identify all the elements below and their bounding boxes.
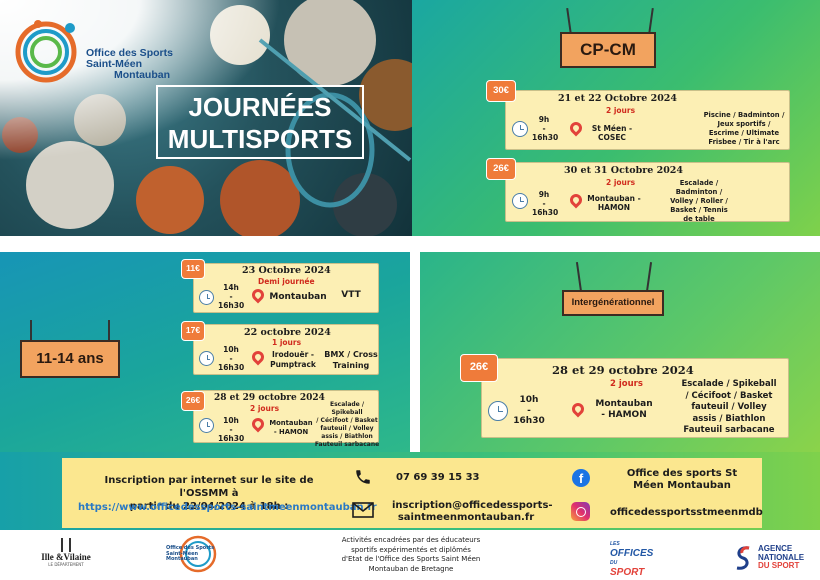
price-badge: 30€	[486, 80, 516, 102]
card-days: 1 jours	[272, 338, 302, 347]
location-pin-icon	[249, 286, 267, 304]
card-date: 28 et 29 octobre 2024	[214, 393, 325, 403]
price-badge: 26€	[460, 354, 498, 382]
ados-card-3: 28 et 29 octobre 2024 2 jours 10h-16h30 …	[193, 390, 379, 448]
location-pin-icon	[567, 191, 585, 209]
location-pin-icon	[567, 119, 585, 137]
card-place: Montauban- HAMON	[595, 399, 653, 420]
clock-icon	[512, 193, 528, 209]
divider	[0, 236, 820, 252]
logo-emblem	[15, 20, 77, 83]
card-time: 10h-16h30	[218, 416, 245, 443]
page-title: JOURNÉES MULTISPORTS	[156, 85, 364, 159]
facebook-name[interactable]: Office des sports St Méen Montauban	[626, 468, 738, 491]
card-time: 9h-16h30	[532, 115, 559, 142]
ados-card-2: 22 octobre 2024 1 jours 10h-16h30 Irodou…	[193, 324, 379, 375]
small-logo-emblem	[179, 535, 217, 573]
card-days: Demi journée	[258, 277, 315, 286]
cpcm-card-1: 21 et 22 Octobre 2024 2 jours 9h-16h30 S…	[505, 90, 790, 150]
clock-icon	[199, 351, 214, 366]
inter-sign: Intergénérationnel	[562, 290, 664, 316]
clock-icon	[512, 121, 528, 137]
card-date: 28 et 29 octobre 2024	[552, 363, 694, 377]
inscription-text: Inscription par internet sur le site de …	[104, 475, 314, 512]
card-place: St Méen -COSEC	[591, 124, 633, 142]
card-place: Montauban- HAMON	[269, 419, 313, 436]
price-badge: 26€	[486, 158, 516, 180]
inscription-link[interactable]: https://www.officedessports-saintmeenmon…	[78, 502, 377, 513]
card-place: Irodouër -Pumptrack	[270, 350, 316, 369]
phone-number[interactable]: 07 69 39 15 33	[396, 472, 480, 483]
inter-card: 28 et 29 octobre 2024 2 jours 10h-16h30 …	[481, 358, 789, 438]
cpcm-card-2: 30 et 31 Octobre 2024 2 jours 9h-16h30 M…	[505, 162, 790, 223]
ados-sign: 11-14 ans	[20, 340, 120, 378]
sign-string	[30, 320, 32, 342]
card-place: Montauban -HAMON	[587, 194, 641, 212]
agence-nationale-sport-logo: AGENCE NATIONALE DU SPORT	[734, 542, 818, 574]
clock-icon	[488, 401, 508, 421]
cpcm-sign: CP-CM	[560, 32, 656, 68]
facebook-icon[interactable]: f	[572, 469, 590, 487]
ans-emblem-icon	[736, 546, 750, 570]
card-time: 14h-16h30	[218, 283, 245, 310]
phone-icon	[356, 470, 370, 484]
office-sports-logo: Office des Sports Saint-Méen Montauban	[8, 10, 178, 90]
logo-text: Office des Sports Saint-Méen Montauban	[86, 47, 173, 81]
mail-icon	[352, 502, 374, 518]
location-pin-icon	[249, 348, 267, 366]
card-days: 2 jours	[606, 106, 636, 115]
price-badge: 17€	[181, 321, 205, 341]
card-activities: VTT	[341, 290, 361, 300]
card-time: 10h-16h30	[513, 395, 545, 426]
info-box	[62, 458, 762, 528]
ados-card-1: 23 Octobre 2024 Demi journée 14h-16h30 M…	[193, 263, 379, 313]
sign-string	[108, 320, 110, 342]
card-days: 2 jours	[610, 379, 643, 389]
price-badge: 11€	[181, 259, 205, 279]
card-days: 2 jours	[250, 404, 280, 413]
card-date: 30 et 31 Octobre 2024	[564, 165, 684, 176]
ille-vilaine-logo: Ille &Vilaine LE DÉPARTEMENT	[36, 538, 96, 574]
clock-icon	[199, 418, 214, 433]
card-date: 23 Octobre 2024	[242, 265, 331, 276]
price-badge: 26€	[181, 391, 205, 411]
email-address[interactable]: inscription@officedessports- saintmeenmo…	[392, 500, 553, 523]
clock-icon	[199, 290, 214, 305]
card-place: Montauban	[269, 292, 327, 302]
card-date: 21 et 22 Octobre 2024	[558, 93, 678, 104]
card-time: 10h-16h30	[218, 345, 245, 372]
offices-du-sport-logo: LES OFFICES DU SPORT	[610, 541, 654, 578]
instagram-handle[interactable]: officedessportsstmeenmdb	[610, 507, 763, 518]
card-days: 2 jours	[606, 178, 636, 187]
card-activities: Escalade /Badminton /Volley / Roller /Ba…	[670, 179, 728, 223]
card-time: 9h-16h30	[532, 190, 559, 217]
location-pin-icon	[249, 415, 267, 433]
location-pin-icon	[569, 400, 587, 418]
instagram-icon[interactable]	[571, 502, 590, 521]
card-date: 22 octobre 2024	[244, 327, 331, 338]
card-activities: Piscine / Badminton /Jeux sportifs /Escr…	[703, 111, 785, 146]
